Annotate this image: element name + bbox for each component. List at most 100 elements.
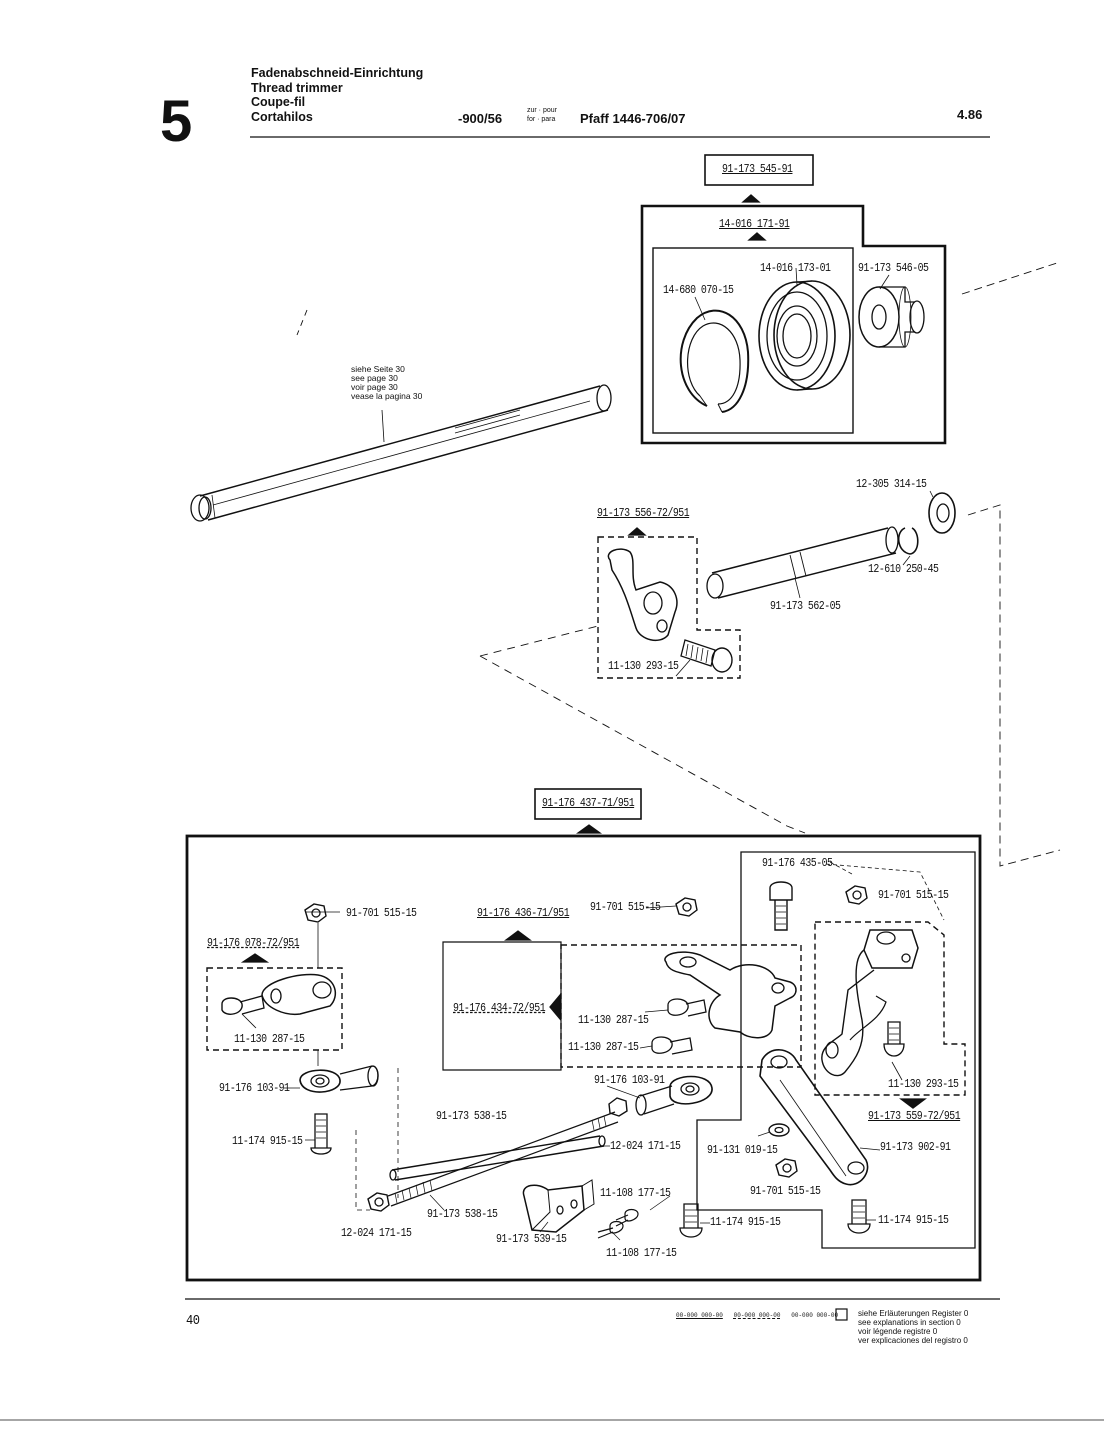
section-number: 5 [160, 89, 193, 154]
shaft-reference-note: siehe Seite 30 see page 30 voir page 30 … [351, 364, 423, 401]
page-number: 40 [186, 1313, 200, 1329]
part-label: 11-130 287-15 [578, 1014, 649, 1027]
part-label: 14-016 173-01 [760, 262, 831, 275]
part-label: 11-174 915-15 [878, 1214, 949, 1227]
code-format-examples: 00-000 000-00 00-000 000-00 00-000 000-0… [676, 1312, 839, 1319]
right-linkage-outline [696, 851, 976, 1249]
screw-drawing [847, 1199, 871, 1234]
lower-assembly-box [185, 834, 982, 1282]
arrow-up-icon [741, 194, 761, 203]
shoulder-screw-drawing [769, 881, 793, 931]
screw-drawing [310, 1113, 332, 1155]
part-label: 14-680 070-15 [663, 284, 734, 297]
hex-nut-drawing [367, 1192, 390, 1212]
arrow-up-icon [747, 232, 767, 241]
part-label: 91-176 436-71/951 [477, 907, 570, 920]
legend-explanation: siehe Erläuterungen Register 0 see expla… [858, 1309, 969, 1345]
part-label: 91-173 545-91 [722, 163, 793, 176]
middle-subassembly-outline [442, 941, 562, 1071]
clamp-screw-drawing [667, 998, 707, 1017]
part-label: 91-173 902-91 [880, 1141, 951, 1154]
model-code: -900/56 [458, 111, 503, 126]
arrow-up-icon [504, 930, 532, 941]
part-label: 91-176 103-91 [594, 1074, 665, 1087]
part-label: 91-173 538-15 [427, 1208, 498, 1221]
part-label: 91-173 546-05 [858, 262, 929, 275]
part-label: 91-176 103-91 [219, 1082, 290, 1095]
part-label: 11-130 293-15 [608, 660, 679, 673]
part-label: 91-701 515-15 [878, 889, 949, 902]
bearing-assembly-box [640, 204, 947, 445]
part-label: 91-176 434-72/951 [453, 1002, 546, 1015]
part-label: 11-130 293-15 [888, 1078, 959, 1091]
part-label: 91-176 435-05 [762, 857, 833, 870]
part-label: 91-701 515-15 [346, 907, 417, 920]
legend-box-icon [835, 1308, 848, 1321]
arrow-up-icon [576, 824, 602, 834]
part-label: 91-173 562-05 [770, 600, 841, 613]
part-label: 11-108 177-15 [600, 1187, 671, 1200]
part-label: 12-610 250-45 [868, 563, 939, 576]
pin-shaft-drawing [711, 527, 897, 599]
part-label: 91-173 538-15 [436, 1110, 507, 1123]
part-label: 91-701 515-15 [590, 901, 661, 914]
small-screw-drawing [597, 1220, 624, 1239]
title-german: Fadenabschneid-Einrichtung [251, 66, 424, 80]
part-label: 12-305 314-15 [856, 478, 927, 491]
part-label: 12-024 171-15 [341, 1227, 412, 1240]
clamp-screw-drawing [221, 997, 243, 1015]
part-label: 11-108 177-15 [606, 1247, 677, 1260]
hex-nut-drawing [608, 1097, 628, 1117]
part-label: 11-174 915-15 [710, 1216, 781, 1229]
retaining-ring-drawing [679, 309, 750, 413]
rod-end-drawing [669, 1075, 713, 1105]
for-para: for · para [527, 116, 556, 123]
crank-subassembly-box [597, 536, 741, 679]
machine-model: Pfaff 1446-706/07 [580, 111, 686, 126]
bushing-drawing [858, 286, 900, 348]
box-91-173-545-91 [704, 154, 814, 186]
hex-nut-drawing [304, 903, 327, 923]
title-french: Coupe-fil [251, 95, 306, 109]
arrow-up-icon [627, 527, 647, 536]
bracket-drawing [522, 1184, 585, 1233]
hex-nut-drawing [845, 885, 868, 905]
lever-dashed-box [814, 921, 966, 1096]
part-label: 11-130 287-15 [234, 1033, 305, 1046]
threaded-rod-drawing [387, 1111, 619, 1207]
arrow-down-icon [899, 1098, 927, 1109]
bearing-subassembly-box [652, 247, 854, 434]
part-label: 91-176 437-71/951 [542, 797, 635, 810]
part-label: 11-174 915-15 [232, 1135, 303, 1148]
lever-bracket-drawing [863, 929, 919, 969]
hex-nut-drawing [775, 1158, 798, 1178]
washer-drawing [928, 492, 956, 534]
arrow-left-icon [549, 993, 561, 1021]
clamp-dashed-box [206, 967, 343, 1051]
link-plate-drawing [759, 1049, 869, 1186]
clamp-screw-drawing [651, 1036, 693, 1055]
part-label: 91-176 078-72/951 [207, 937, 300, 950]
part-label: 91-131 019-15 [707, 1144, 778, 1157]
zur-pour: zur · pour [527, 107, 557, 114]
screw-drawing [679, 1203, 703, 1238]
clamp-screw-drawing [680, 639, 716, 667]
small-screw-drawing [615, 1208, 639, 1227]
part-label: 91-173 539-15 [496, 1233, 567, 1246]
part-label: 91-173 559-72/951 [868, 1110, 961, 1123]
arrow-up-icon [240, 953, 270, 963]
connecting-rod-drawing [391, 1135, 605, 1181]
clamp-block-drawing [261, 973, 337, 1016]
part-label: 12-024 171-15 [610, 1140, 681, 1153]
crank-arm-dashed-box [560, 944, 802, 1068]
part-label: 91-701 515-15 [750, 1185, 821, 1198]
screw-drawing [883, 1021, 905, 1057]
box-91-176-437-71-951 [534, 788, 642, 820]
crank-lever-drawing [607, 548, 678, 642]
section-titles: Fadenabschneid-Einrichtung Thread trimme… [251, 66, 423, 124]
issue-date: 4.86 [957, 107, 983, 122]
circlip-drawing [897, 527, 919, 555]
hex-nut-drawing [675, 897, 698, 917]
title-spanish: Cortahilos [251, 109, 313, 124]
